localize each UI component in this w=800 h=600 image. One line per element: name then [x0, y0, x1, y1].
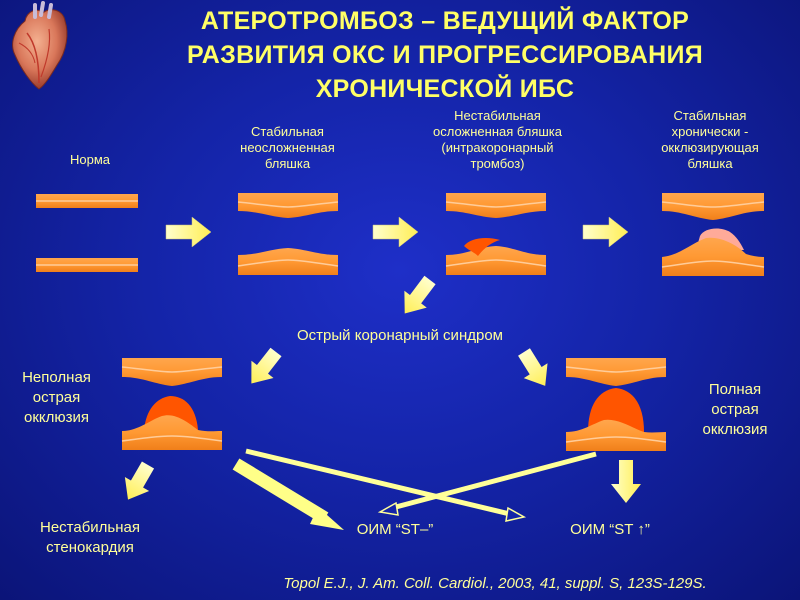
label-mi-st-up: ОИМ “ST ↑” [545, 520, 675, 540]
label-unstable-plaque: Нестабильная осложненная бляшка (интрако… [405, 108, 590, 172]
arrow-full-to-mi-st-minus [380, 454, 596, 515]
label-occlusive-plaque: Стабильная хронически - окклюзирующая бл… [625, 108, 795, 172]
arrow-partial-to-angina [116, 458, 160, 507]
partial-occlusion-vessel [122, 358, 222, 450]
label-full-occlusion: Полная острая окклюзия [680, 380, 790, 440]
label-norm: Норма [50, 152, 130, 168]
stable-plaque-vessel [238, 193, 338, 275]
title-line-2: РАЗВИТИЯ ОКС И ПРОГРЕССИРОВАНИЯ [95, 38, 795, 72]
title-line-3: ХРОНИЧЕСКОЙ ИБС [95, 72, 795, 106]
arrow-norm-to-stable [166, 217, 211, 247]
arrow-full-to-mi-st-up [611, 460, 641, 503]
title-line-1: АТЕРОТРОМБОЗ – ВЕДУЩИЙ ФАКТОР [95, 4, 795, 38]
arrow-unstable-to-acs [394, 272, 442, 322]
arrow-stable-to-unstable [373, 217, 418, 247]
arrow-acs-to-partial [240, 343, 287, 392]
heart-icon [13, 3, 67, 89]
label-unstable-angina: Нестабильная стенокардия [15, 518, 165, 558]
label-mi-st-minus: ОИМ “ST–” [330, 520, 460, 540]
label-partial-occlusion: Неполная острая окклюзия [4, 368, 109, 428]
label-acs: Острый коронарный синдром [240, 326, 560, 346]
slide-title: АТЕРОТРОМБОЗ – ВЕДУЩИЙ ФАКТОР РАЗВИТИЯ О… [95, 4, 795, 106]
citation: Topol E.J., J. Am. Coll. Cardiol., 2003,… [200, 575, 790, 592]
arrow-unstable-to-occlusive [583, 217, 628, 247]
arrow-partial-to-mi-st-minus [236, 464, 344, 530]
norm-vessel [36, 194, 138, 272]
label-stable-plaque: Стабильная неосложненная бляшка [215, 124, 360, 172]
arrow-acs-to-full [512, 345, 557, 394]
occlusive-plaque-vessel [662, 193, 764, 276]
unstable-plaque-vessel [446, 193, 546, 275]
full-occlusion-vessel [566, 358, 666, 451]
